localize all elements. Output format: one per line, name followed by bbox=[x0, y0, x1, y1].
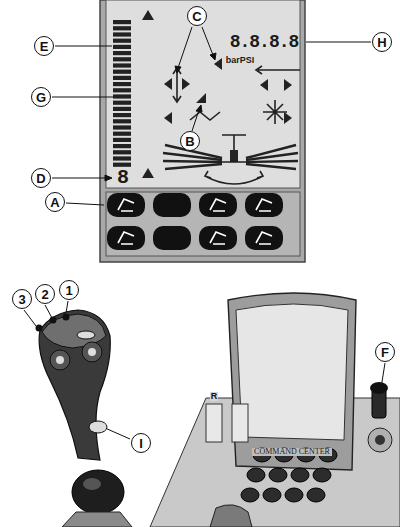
bar-segment bbox=[113, 70, 131, 74]
callout-letter: E bbox=[34, 36, 54, 56]
callout-letter: D bbox=[31, 168, 51, 188]
bar-segment bbox=[113, 51, 131, 55]
console bbox=[150, 293, 400, 527]
position-digit: 8 bbox=[117, 168, 129, 188]
brand-label: COMMAND CENTER bbox=[252, 448, 332, 456]
unit-label: barPSI bbox=[226, 56, 255, 65]
bar-segment bbox=[113, 132, 131, 136]
indicator-icons bbox=[164, 58, 292, 162]
console-button bbox=[313, 468, 331, 482]
bar-segment bbox=[113, 150, 131, 154]
console-button bbox=[285, 488, 303, 502]
callout-number: 2 bbox=[35, 284, 55, 304]
lever-label: R bbox=[210, 392, 219, 401]
bar-segment bbox=[113, 156, 131, 160]
bar-segment bbox=[113, 144, 131, 148]
console-button bbox=[307, 488, 325, 502]
callout-letter: F bbox=[375, 342, 395, 362]
bar-segment bbox=[113, 32, 131, 36]
callout-letter: B bbox=[180, 131, 200, 151]
console-button bbox=[291, 468, 309, 482]
callout-letter: G bbox=[31, 87, 51, 107]
console-button bbox=[263, 488, 281, 502]
display-button bbox=[245, 226, 283, 250]
display-button bbox=[107, 193, 145, 217]
bar-segment bbox=[113, 88, 131, 92]
console-button bbox=[269, 468, 287, 482]
bar-graph bbox=[113, 20, 131, 167]
callout-letter: A bbox=[45, 192, 65, 212]
button-panel bbox=[106, 192, 300, 256]
console-button bbox=[241, 488, 259, 502]
bar-segment bbox=[113, 76, 131, 80]
bar-segment bbox=[113, 138, 131, 142]
console-button bbox=[247, 468, 265, 482]
bar-segment bbox=[113, 163, 131, 167]
bar-segment bbox=[113, 26, 131, 30]
lcd-screen bbox=[106, 0, 300, 188]
display-button bbox=[245, 193, 283, 217]
button-row bbox=[107, 193, 283, 250]
warning-symbol bbox=[142, 168, 154, 178]
bar-segment bbox=[113, 113, 131, 117]
segment-readout: 8.8.8.8 bbox=[230, 33, 299, 51]
callout-letter: I bbox=[131, 433, 151, 453]
joystick bbox=[36, 310, 133, 527]
bar-segment bbox=[113, 94, 131, 98]
callout-letter: H bbox=[372, 32, 392, 52]
display-button bbox=[153, 193, 191, 217]
bar-segment bbox=[113, 39, 131, 43]
callout-number: 3 bbox=[12, 289, 32, 309]
display-button bbox=[153, 226, 191, 250]
bar-segment bbox=[113, 107, 131, 111]
display-panel bbox=[100, 0, 305, 262]
bar-segment bbox=[113, 125, 131, 129]
display-button bbox=[199, 226, 237, 250]
callout-number: 1 bbox=[59, 280, 79, 300]
display-button bbox=[107, 226, 145, 250]
bar-segment bbox=[113, 82, 131, 86]
display-button bbox=[199, 193, 237, 217]
bar-segment bbox=[113, 63, 131, 67]
bar-segment bbox=[113, 20, 131, 24]
bar-segment bbox=[113, 101, 131, 105]
bar-segment bbox=[113, 119, 131, 123]
bar-segment bbox=[113, 45, 131, 49]
bar-segment bbox=[113, 57, 131, 61]
warning-symbol bbox=[142, 10, 154, 20]
callout-letter: C bbox=[187, 6, 207, 26]
